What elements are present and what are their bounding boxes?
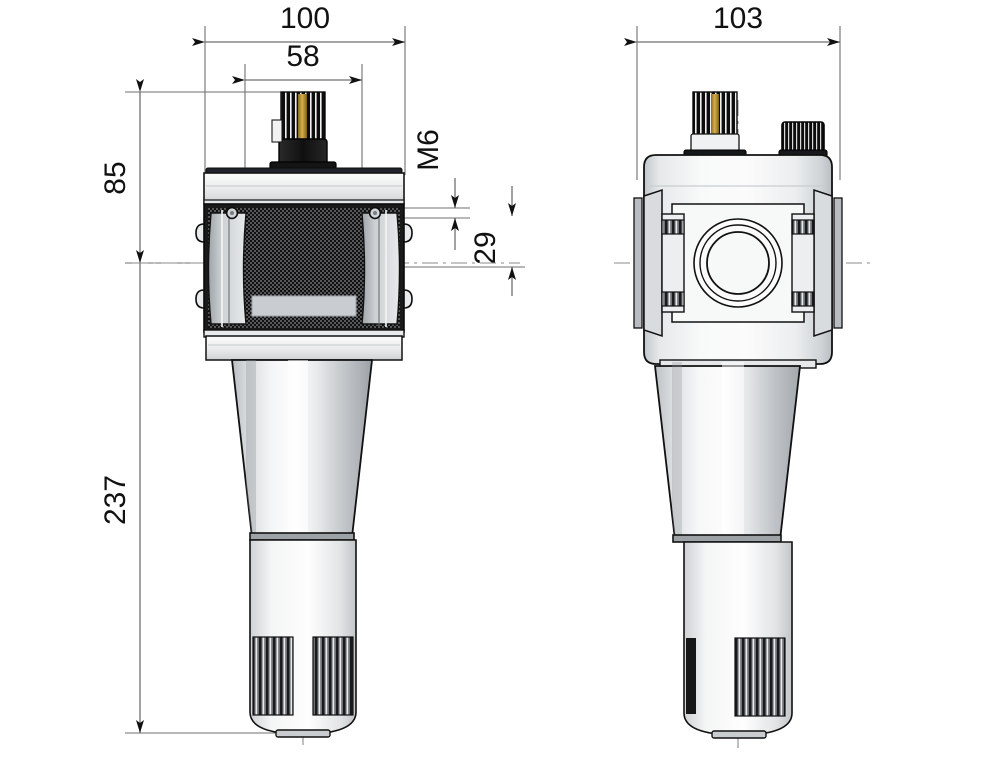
bolt-head-right-upper (791, 219, 815, 235)
bolt-head-left-lower (661, 291, 685, 307)
lower-collar-front (203, 329, 405, 361)
mount-lug-left-upper (195, 223, 205, 243)
drain-guard-side (683, 541, 793, 739)
body-housing-front (195, 203, 413, 333)
drain-nipple-side (711, 730, 767, 739)
port-bore-side (693, 218, 783, 308)
name-plate-front (251, 295, 357, 317)
brass-pin-side (711, 94, 719, 152)
drain-nipple-front (275, 729, 331, 738)
dimension-width-overall: 100 (192, 2, 406, 175)
guard-ribs-side (734, 637, 786, 717)
dimension-thread-size: M6 (402, 129, 470, 250)
screw-boss-top-left (225, 206, 239, 220)
drain-guard-front (249, 539, 357, 738)
front-view: 100 58 85 237 M6 (99, 2, 525, 745)
dimension-label-58: 58 (286, 40, 319, 73)
mount-lug-left-lower (195, 289, 205, 309)
bowl-front (230, 359, 374, 541)
side-panel-left (207, 212, 247, 325)
dimension-port-spacing: 29 (402, 186, 525, 296)
dimension-label-m6: M6 (412, 129, 445, 171)
mount-bracket-left-side (633, 188, 685, 338)
guard-shadow-left (686, 638, 696, 714)
screw-boss-top-right (368, 206, 382, 220)
bolt-head-left-upper (661, 219, 685, 235)
side-view: 103 (614, 2, 870, 748)
mount-lug-right-upper (403, 223, 413, 243)
dimension-label-100: 100 (280, 2, 330, 35)
mount-lug-right-lower (403, 289, 413, 309)
bowl-side (653, 362, 802, 543)
fill-knob-front[interactable] (269, 91, 337, 171)
adjustment-knob-side[interactable] (778, 121, 828, 158)
dimension-label-103: 103 (713, 2, 763, 35)
dimension-depth-overall: 103 (624, 2, 841, 180)
upper-collar-front (203, 167, 405, 206)
mount-bracket-right-side (791, 188, 843, 338)
brass-pin-front (298, 94, 307, 140)
side-panel-right (361, 212, 401, 325)
fill-knob-side[interactable] (683, 91, 747, 158)
dimension-label-237: 237 (99, 475, 132, 525)
dimension-height-lower: 237 (99, 263, 300, 734)
guard-ribs-right (312, 636, 354, 716)
bolt-head-right-lower (791, 291, 815, 307)
guard-ribs-left (252, 636, 294, 716)
dimension-label-29: 29 (469, 231, 502, 264)
dimension-label-85: 85 (99, 161, 132, 194)
body-housing-side (633, 154, 843, 365)
